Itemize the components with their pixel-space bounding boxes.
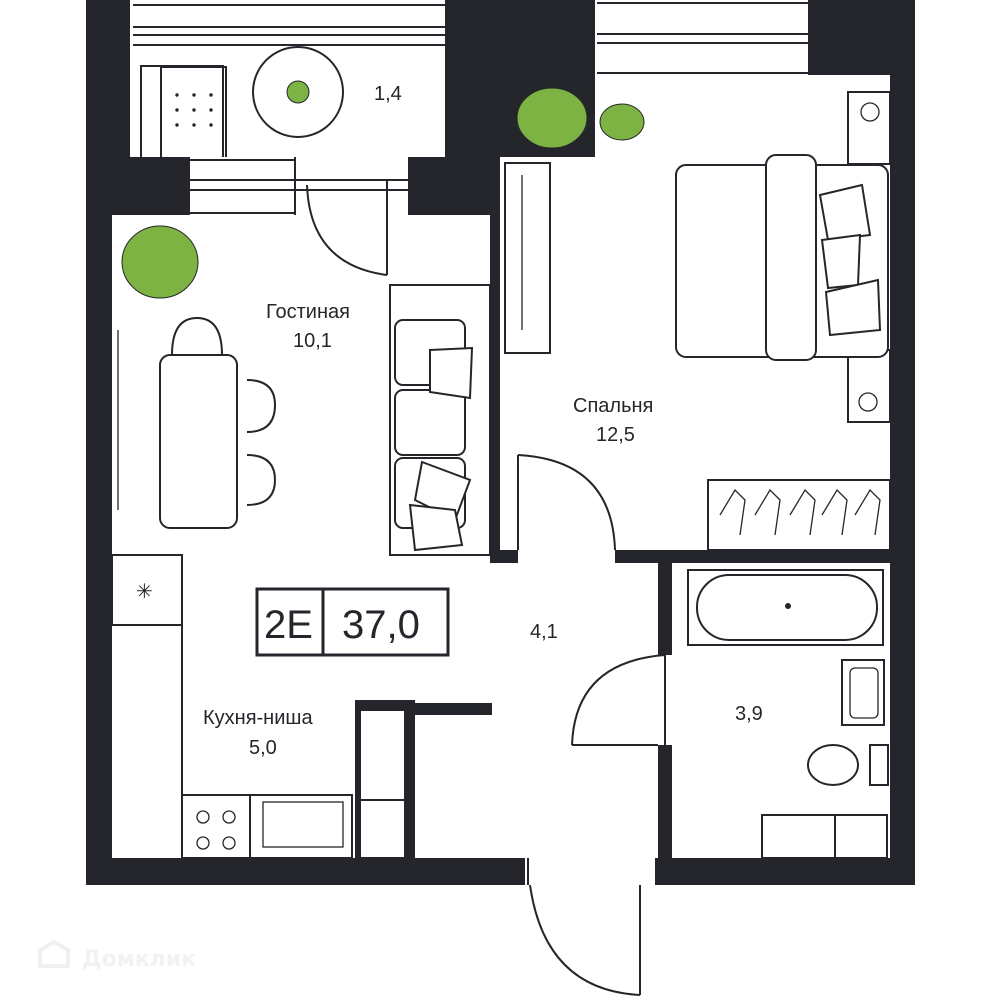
total-area: 37,0 [342,603,420,647]
bedroom: Спальня 12,5 [504,91,891,551]
house-logo-icon [38,939,70,968]
balcony: 1,4 [130,0,445,184]
apartment-badge: 2E 37,0 [255,587,450,657]
kitchen-name: Кухня-ниша [203,707,313,729]
balcony-door [190,157,408,276]
living-room-area: 10,1 [293,330,332,352]
living-room-name: Гостиная [266,301,350,323]
watermark: Домклик [38,939,196,972]
bedroom-name: Спальня [573,395,653,417]
kitchen: ✳ Кухня-ниша 5,0 [111,554,406,859]
bathroom-area: 3,9 [735,703,763,725]
living-room: Гостиная 10,1 [117,284,491,556]
balcony-area: 1,4 [374,83,402,105]
watermark-text: Домклик [82,947,196,972]
plant-icon [121,87,645,453]
fridge-snowflake-icon: ✳ [136,581,153,603]
bedroom-window [595,0,808,75]
kitchen-area: 5,0 [249,737,277,759]
hall-area: 4,1 [530,621,558,643]
bedroom-area: 12,5 [596,424,635,446]
apartment-type: 2E [264,603,313,647]
hall: 4,1 [527,621,641,996]
bathroom: 3,9 [571,569,889,859]
